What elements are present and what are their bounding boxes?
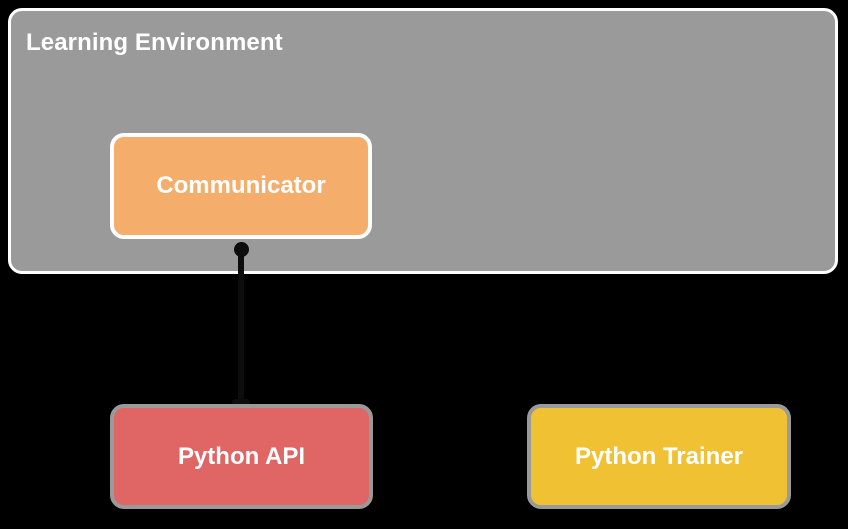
connector-communicator-to-python-api-line	[238, 249, 244, 405]
node-python-api[interactable]: Python API	[110, 404, 373, 509]
node-python-trainer[interactable]: Python Trainer	[527, 404, 791, 509]
node-communicator-label: Communicator	[156, 172, 326, 199]
node-python-api-label: Python API	[177, 442, 306, 470]
node-communicator[interactable]: Communicator	[110, 133, 372, 239]
learning-environment-title: Learning Environment	[26, 29, 283, 56]
node-python-trainer-label: Python Trainer	[574, 442, 744, 470]
connector-communicator-to-python-api-endpoint	[232, 399, 250, 405]
